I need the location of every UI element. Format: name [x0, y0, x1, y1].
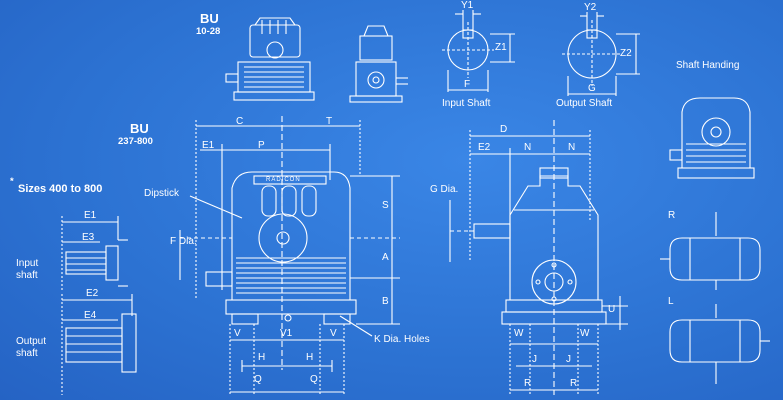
g-dia-label: G Dia.: [430, 184, 459, 195]
dim-e2: E2: [478, 142, 491, 153]
sizes-note-mark: *: [10, 176, 14, 187]
dim-j-right: J: [566, 354, 571, 365]
output-shaft-detail: [562, 12, 640, 96]
dim-w-left: W: [514, 328, 524, 339]
dim-h-left: H: [258, 352, 266, 363]
dim-v-left: V: [234, 328, 241, 339]
dim-n-right: N: [568, 142, 576, 153]
dim-r-left: R: [524, 378, 532, 389]
dim-w-right: W: [580, 328, 590, 339]
dim-b: B: [382, 296, 389, 307]
dim-y2: Y2: [584, 2, 597, 13]
dim-q-left: Q: [254, 374, 262, 385]
f-dia-label: F Dia.: [170, 236, 197, 247]
dipstick-label: Dipstick: [144, 188, 180, 199]
handing-r-label: R: [668, 210, 676, 221]
k-holes-label: K Dia. Holes: [374, 334, 430, 345]
dim-z1: Z1: [495, 42, 507, 53]
input-shaft-detail: [442, 10, 515, 92]
bu-large-title: BU: [130, 121, 149, 136]
sizes-400-800-details: [61, 216, 137, 395]
brand-plate: RADICON: [266, 177, 301, 183]
dim-c: C: [236, 116, 244, 127]
dim-q-right: Q: [310, 374, 318, 385]
bu-large-range: 237-800: [118, 136, 153, 147]
input-shaft-caption: Input Shaft: [442, 98, 491, 109]
dim-t: T: [326, 116, 333, 127]
dim-z2: Z2: [620, 48, 632, 59]
shaft-handing-caption: Shaft Handing: [676, 60, 740, 71]
dim-s: S: [382, 200, 389, 211]
dim-d: D: [500, 124, 508, 135]
dim-j-left: J: [532, 354, 537, 365]
dim-f: F: [464, 79, 471, 90]
output-shaft-caption: Output Shaft: [556, 98, 613, 109]
dim-e4: E4: [84, 310, 97, 321]
dim-a: A: [382, 252, 389, 263]
dim-e1: E1: [202, 140, 215, 151]
dim-v1: V1: [280, 328, 293, 339]
dim-e2-side: E2: [86, 288, 99, 299]
bu-small-side-view: [349, 25, 408, 103]
output-shaft-side-caption: Output shaft: [16, 336, 47, 359]
dim-h-right: H: [306, 352, 314, 363]
bu-large-front-view: [179, 116, 400, 395]
dim-e3: E3: [82, 232, 95, 243]
dim-y1: Y1: [461, 0, 474, 11]
handing-l-label: L: [668, 296, 674, 307]
dim-v-right: V: [330, 328, 337, 339]
dim-p: P: [258, 140, 265, 151]
bu-large-side-view: [449, 120, 628, 395]
bu-small-front-view: [225, 17, 315, 101]
input-shaft-side-caption: Input shaft: [16, 258, 39, 281]
shaft-handing-views: [660, 97, 770, 384]
dim-r-right: R: [570, 378, 578, 389]
dim-n-left: N: [524, 142, 532, 153]
dim-u: U: [608, 304, 616, 315]
dim-e1-side: E1: [84, 210, 97, 221]
dim-g: G: [588, 83, 596, 94]
bu-small-range: 10-28: [196, 26, 221, 37]
sizes-note: Sizes 400 to 800: [18, 183, 103, 195]
bu-small-title: BU: [200, 11, 219, 26]
